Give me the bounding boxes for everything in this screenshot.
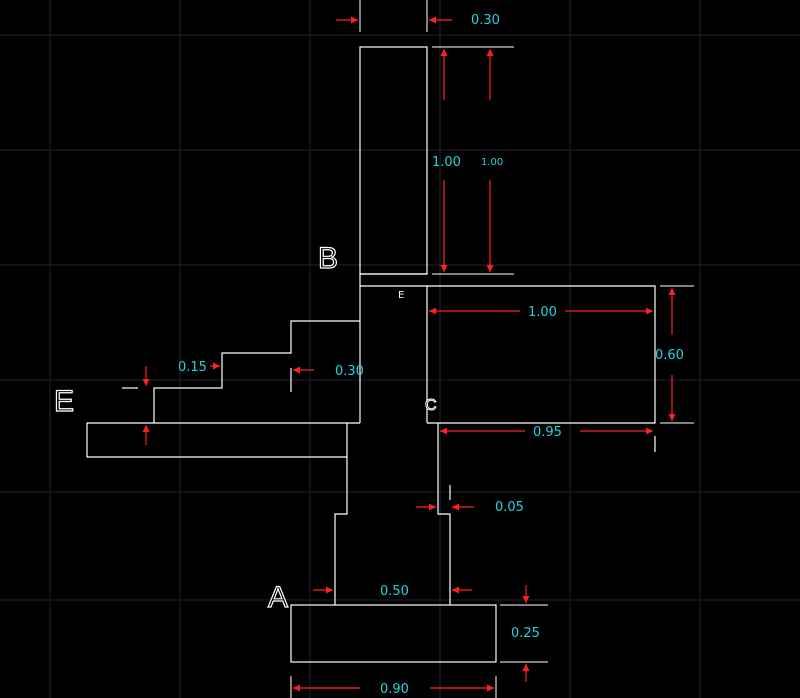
dimension-lines: [142, 16, 676, 692]
point-label-c: C: [425, 397, 437, 414]
column-top: [359, 46, 428, 275]
footing: [290, 604, 497, 663]
right-block: [427, 285, 656, 424]
dim-footing-height: 0.25: [511, 626, 540, 641]
pier-right: [437, 423, 451, 605]
dim-right-height: 0.60: [655, 348, 684, 363]
dim-pier-width: 0.50: [380, 584, 409, 599]
dim-right-span: 1.00: [528, 305, 557, 320]
dim-bottom-right: 0.95: [533, 425, 562, 440]
dim-height-inner: 1.00: [432, 155, 461, 170]
point-label-e-small: E: [398, 290, 404, 301]
dim-height-outer: 1.00: [481, 157, 503, 168]
point-label-a: A: [268, 581, 288, 614]
extension-lines: [290, 0, 694, 698]
dim-step-riser: 0.15: [178, 360, 207, 375]
dimension-labels: 0.30 1.00 1.00 1.00 0.60 0.95 0.15 0.30 …: [178, 13, 684, 697]
point-label-e-left: E: [54, 385, 74, 418]
point-label-b: B: [318, 242, 338, 275]
left-slab: [86, 422, 360, 458]
stairs: [153, 320, 360, 423]
dim-top-width: 0.30: [471, 13, 500, 28]
dim-step-tread: 0.30: [335, 364, 364, 379]
pier-left: [334, 423, 348, 605]
structure-outline: [86, 46, 656, 663]
dim-offset: 0.05: [495, 500, 524, 515]
dim-footing-width: 0.90: [380, 682, 409, 697]
